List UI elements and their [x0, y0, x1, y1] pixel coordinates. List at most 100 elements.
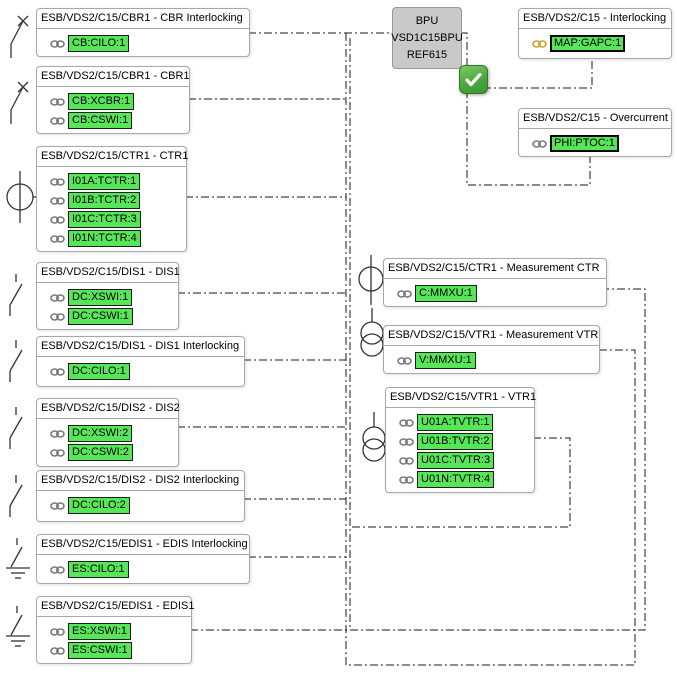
logical-node-row: DC:CILO:1 — [50, 362, 238, 381]
logical-node-label[interactable]: DC:CILO:1 — [68, 363, 130, 380]
link-icon — [50, 97, 65, 106]
logical-node-label[interactable]: I01N:TCTR:4 — [68, 230, 141, 247]
link-icon — [50, 116, 65, 125]
box-title: ESB/VDS2/C15 - Overcurrent — [519, 109, 671, 129]
logical-node-label[interactable]: I01B:TCTR:2 — [68, 192, 141, 209]
circuit-breaker-icon — [10, 15, 29, 58]
logical-node-label[interactable]: I01C:TCTR:3 — [68, 211, 141, 228]
logical-node-label[interactable]: DC:CSWI:1 — [68, 308, 133, 325]
link-icon — [399, 418, 414, 427]
box-body: DC:CILO:1 — [37, 357, 244, 384]
logical-node-label[interactable]: U01N:TVTR:4 — [417, 471, 495, 488]
box-title: ESB/VDS2/C15/VTR1 - VTR1 — [386, 388, 536, 408]
logical-node-label[interactable]: U01C:TVTR:3 — [417, 452, 495, 469]
logical-node-label[interactable]: DC:XSWI:2 — [68, 425, 133, 442]
logical-node-box-meas-vtr[interactable]: ESB/VDS2/C15/VTR1 - Measurement VTR V:MMX… — [383, 325, 600, 374]
logical-node-label[interactable]: PHI:PTOC:1 — [550, 135, 619, 152]
box-body: DC:CILO:2 — [37, 491, 244, 518]
logical-node-label[interactable]: CB:CILO:1 — [68, 35, 130, 52]
checkmark-badge — [459, 65, 488, 94]
logical-node-label[interactable]: DC:CSWI:2 — [68, 444, 133, 461]
box-title: ESB/VDS2/C15/DIS2 - DIS2 Interlocking — [37, 471, 244, 491]
link-icon — [399, 475, 414, 484]
logical-node-row: ES:CSWI:1 — [50, 641, 185, 660]
logical-node-row: U01A:TVTR:1 — [399, 413, 528, 432]
logical-node-label[interactable]: MAP:GAPC:1 — [550, 35, 626, 52]
logical-node-row: PHI:PTOC:1 — [532, 134, 665, 153]
link-icon — [50, 215, 65, 224]
earth-switch-icon — [6, 538, 30, 579]
logical-node-label[interactable]: U01B:TVTR:2 — [417, 433, 494, 450]
disconnector-icon — [9, 407, 23, 449]
circuit-breaker-icon — [10, 81, 29, 124]
link-icon — [532, 39, 547, 48]
logical-node-label[interactable]: DC:CILO:2 — [68, 497, 130, 514]
ied-name: VSD1C15BPU — [391, 31, 463, 44]
connection-line — [350, 437, 571, 528]
logical-node-row: I01B:TCTR:2 — [50, 191, 180, 210]
logical-node-row: ES:CILO:1 — [50, 560, 243, 579]
box-title: ESB/VDS2/C15/CTR1 - Measurement CTR — [384, 259, 606, 279]
connection-line — [190, 288, 646, 631]
logical-node-label[interactable]: CB:XCBR:1 — [68, 93, 135, 110]
logical-node-label[interactable]: C:MMXU:1 — [415, 285, 477, 302]
link-icon — [50, 234, 65, 243]
ied-block[interactable]: BPU VSD1C15BPU REF615 — [391, 7, 463, 69]
logical-node-label[interactable]: U01A:TVTR:1 — [417, 414, 494, 431]
logical-node-row: CB:XCBR:1 — [50, 92, 183, 111]
logical-node-label[interactable]: ES:XSWI:1 — [68, 623, 132, 640]
logical-node-row: C:MMXU:1 — [397, 284, 600, 303]
link-icon — [50, 565, 65, 574]
box-title: ESB/VDS2/C15/CBR1 - CBR Interlocking — [37, 9, 249, 29]
logical-node-row: CB:CILO:1 — [50, 34, 243, 53]
disconnector-icon — [9, 475, 23, 517]
link-icon — [399, 456, 414, 465]
logical-node-row: DC:CSWI:1 — [50, 307, 172, 326]
logical-node-label[interactable]: ES:CSWI:1 — [68, 642, 132, 659]
logical-node-row: ES:XSWI:1 — [50, 622, 185, 641]
logical-node-label[interactable]: V:MMXU:1 — [415, 352, 476, 369]
logical-node-box-meas-ctr[interactable]: ESB/VDS2/C15/CTR1 - Measurement CTR C:MMX… — [383, 258, 607, 307]
connection-line — [460, 32, 591, 186]
box-title: ESB/VDS2/C15/DIS1 - DIS1 Interlocking — [37, 337, 244, 357]
logical-node-label[interactable]: I01A:TCTR:1 — [68, 173, 141, 190]
link-icon — [50, 501, 65, 510]
box-title: ESB/VDS2/C15/CTR1 - CTR1 — [37, 147, 188, 167]
link-icon — [50, 293, 65, 302]
logical-node-label[interactable]: DC:XSWI:1 — [68, 289, 133, 306]
box-body: PHI:PTOC:1 — [519, 129, 671, 156]
link-icon — [50, 39, 65, 48]
box-body: ES:CILO:1 — [37, 555, 249, 582]
logical-node-row: I01C:TCTR:3 — [50, 210, 180, 229]
box-body: V:MMXU:1 — [384, 346, 599, 373]
link-icon — [397, 356, 412, 365]
link-icon — [50, 646, 65, 655]
ied-product: REF615 — [406, 48, 448, 61]
link-icon — [399, 437, 414, 446]
logical-node-label[interactable]: ES:CILO:1 — [68, 561, 129, 578]
disconnector-icon — [9, 340, 23, 382]
box-title: ESB/VDS2/C15/DIS2 - DIS2 — [37, 399, 180, 419]
logical-node-label[interactable]: CB:CSWI:1 — [68, 112, 133, 129]
logical-node-row: MAP:GAPC:1 — [532, 34, 665, 53]
box-title: ESB/VDS2/C15/VTR1 - Measurement VTR — [384, 326, 599, 346]
box-body: CB:CILO:1 — [37, 29, 249, 56]
logical-node-row: DC:XSWI:2 — [50, 424, 172, 443]
link-icon — [50, 627, 65, 636]
box-title: ESB/VDS2/C15/EDIS1 - EDIS1 — [37, 597, 194, 617]
